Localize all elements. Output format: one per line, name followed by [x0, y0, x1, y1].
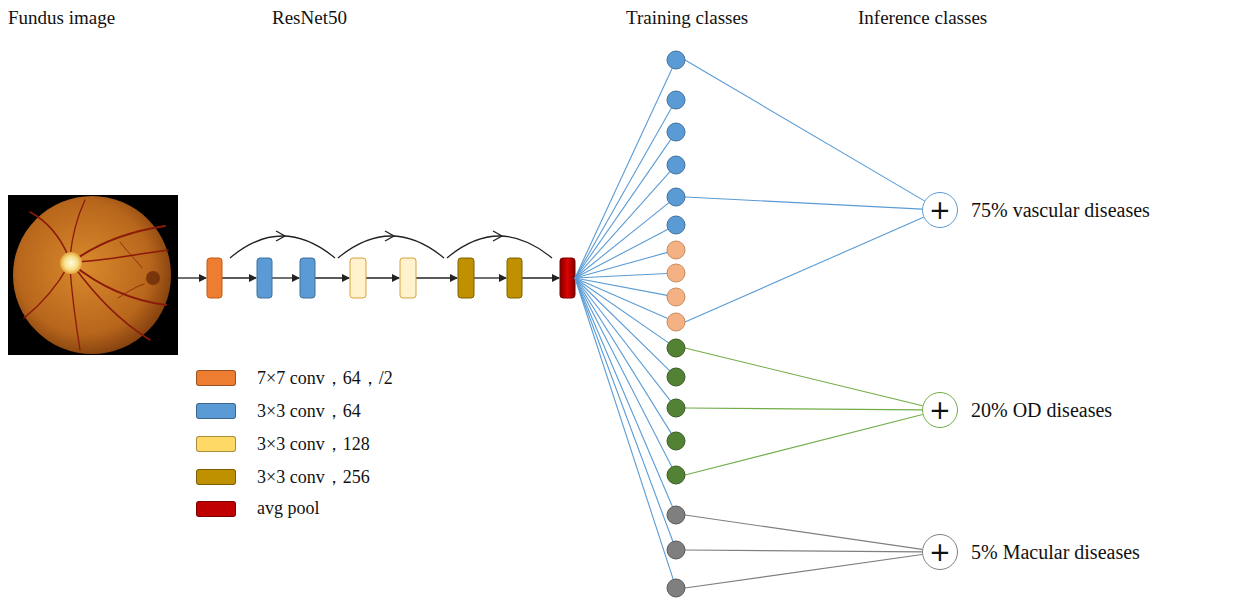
- legend-swatch: [196, 403, 236, 419]
- sum-symbol: +: [922, 392, 958, 428]
- class-dot: [667, 156, 685, 174]
- class-dot: [667, 288, 685, 306]
- merge-link: [685, 408, 922, 410]
- class-dot: [667, 188, 685, 206]
- training-classes: [667, 51, 685, 597]
- class-dot: [667, 541, 685, 559]
- class-link: [575, 252, 667, 278]
- legend-entry: 7×7 conv，64，/2: [196, 366, 393, 390]
- legend-swatch: [196, 501, 236, 517]
- merge-link: [685, 60, 924, 201]
- class-link: [575, 278, 672, 507]
- inference-class-label: 5% Macular diseases: [971, 541, 1140, 564]
- legend-entry: 3×3 conv，64: [196, 399, 361, 423]
- class-dot: [667, 432, 685, 450]
- legend-swatch: [196, 469, 236, 485]
- class-dot: [667, 579, 685, 597]
- class-dot: [667, 466, 685, 484]
- legend-text: 3×3 conv，256: [257, 465, 370, 489]
- class-link: [575, 278, 672, 467]
- class-link: [575, 278, 671, 433]
- class-link: [575, 68, 672, 278]
- class-dot: [667, 216, 685, 234]
- flow-arrows: [178, 277, 559, 278]
- merge-link: [685, 414, 923, 475]
- class-dot: [667, 368, 685, 386]
- class-link: [575, 278, 668, 318]
- class-link: [575, 229, 668, 278]
- class-link: [575, 278, 670, 371]
- fundus-image: [8, 195, 178, 355]
- class-dot: [667, 399, 685, 417]
- merge-link: [685, 197, 922, 209]
- inference-class-label: 75% vascular diseases: [971, 199, 1150, 222]
- skip-connections: [230, 231, 552, 258]
- class-link: [575, 203, 669, 278]
- class-link: [575, 278, 667, 295]
- class-dot: [667, 506, 685, 524]
- sum-node: +5% Macular diseases: [922, 534, 1140, 570]
- sum-symbol: +: [922, 534, 958, 570]
- sum-symbol: +: [922, 192, 958, 228]
- legend-entry: avg pool: [196, 498, 320, 519]
- merge-link: [685, 217, 924, 322]
- class-dot: [667, 123, 685, 141]
- inference-class-label: 20% OD diseases: [971, 399, 1112, 422]
- sum-node: +75% vascular diseases: [922, 192, 1150, 228]
- legend-text: 3×3 conv，128: [257, 432, 370, 456]
- class-dot: [667, 51, 685, 69]
- legend-swatch: [196, 436, 236, 452]
- class-dot: [667, 91, 685, 109]
- class-dot: [667, 313, 685, 331]
- class-dot: [667, 241, 685, 259]
- class-link: [575, 273, 667, 278]
- merge-link: [685, 555, 922, 588]
- column-header: ResNet50: [272, 7, 347, 29]
- class-dot: [667, 264, 685, 282]
- legend-text: avg pool: [257, 498, 320, 519]
- legend-swatch: [196, 370, 236, 386]
- legend-entry: 3×3 conv，128: [196, 432, 370, 456]
- legend-entry: 3×3 conv，256: [196, 465, 370, 489]
- merge-link: [685, 515, 922, 549]
- class-link: [575, 172, 670, 278]
- class-link: [575, 278, 670, 401]
- sum-node: +20% OD diseases: [922, 392, 1112, 428]
- merge-link: [685, 550, 922, 552]
- resnet-blocks: [207, 258, 575, 298]
- class-link: [575, 108, 672, 278]
- merge-links: [685, 60, 924, 588]
- column-header: Inference classes: [858, 7, 987, 29]
- class-link: [575, 278, 673, 542]
- merge-link: [685, 348, 923, 406]
- column-header: Training classes: [626, 7, 748, 29]
- legend-text: 3×3 conv，64: [257, 399, 361, 423]
- legend-text: 7×7 conv，64，/2: [257, 366, 393, 390]
- class-link: [575, 139, 671, 278]
- class-links: [575, 68, 673, 579]
- class-link: [575, 278, 673, 579]
- column-header: Fundus image: [8, 7, 115, 29]
- class-dot: [667, 339, 685, 357]
